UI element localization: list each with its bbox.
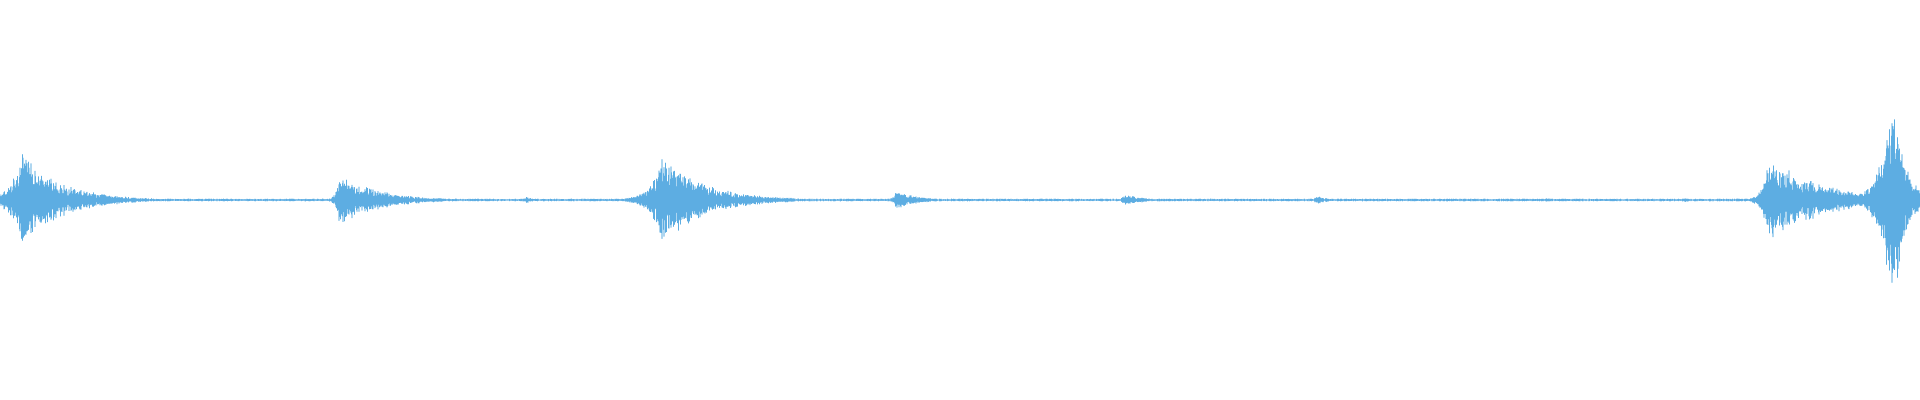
waveform-signal [0,119,1920,283]
